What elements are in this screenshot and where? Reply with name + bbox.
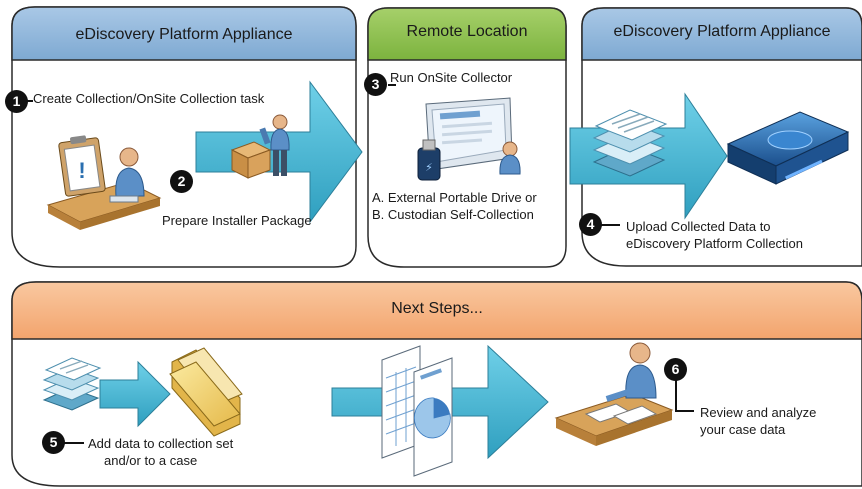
panel-left-title: eDiscovery Platform Appliance [75,26,293,43]
panel-middle-title: Remote Location [406,23,528,40]
step-1-badge: 1 [5,90,28,113]
step-4-label-line1: Upload Collected Data to [626,219,771,234]
step-4-label-line2: eDiscovery Platform Collection [626,236,804,251]
person-reviewing-desk-icon [554,342,674,446]
step-2-label: Prepare Installer Package [162,213,312,228]
folder-icon [169,347,243,437]
panel-right [581,7,862,267]
step-2-badge: 2 [170,170,193,193]
step-6-badge: 6 [664,358,687,381]
step-1-label: Create Collection/OnSite Collection task [33,91,265,106]
arrow-bottom-data-to-folder [99,360,171,428]
step-3-option-a: A. External Portable Drive or [372,190,537,205]
panel-bottom-title: Next Steps... [391,300,483,317]
step-4-badge: 4 [579,213,602,236]
step-3-option-b: B. Custodian Self-Collection [372,207,534,222]
step-connectors [27,84,694,444]
svg-text:⚡: ⚡ [425,161,433,174]
step-5-badge: 5 [42,431,65,454]
step-5-label-line1: Add data to collection set [88,436,234,451]
step-3-badge: 3 [364,73,387,96]
step-6-label-line1: Review and analyze [700,405,817,420]
spreadsheet-chart-documents-icon [381,345,453,477]
appliance-server-icon [726,111,850,185]
step-3-label: Run OnSite Collector [390,70,513,85]
clipboard-person-desk-icon: ! [46,135,162,230]
laptop-usb-drive-icon: ⚡ [417,97,521,181]
document-stack-icon [42,357,102,411]
step-6-label-line2: your case data [700,422,786,437]
panel-right-title: eDiscovery Platform Appliance [613,23,831,40]
person-packing-box-icon [230,114,290,179]
svg-text:!: ! [78,158,85,183]
step-5-label-line2: and/or to a case [104,453,198,468]
document-stack-icon [592,109,668,177]
